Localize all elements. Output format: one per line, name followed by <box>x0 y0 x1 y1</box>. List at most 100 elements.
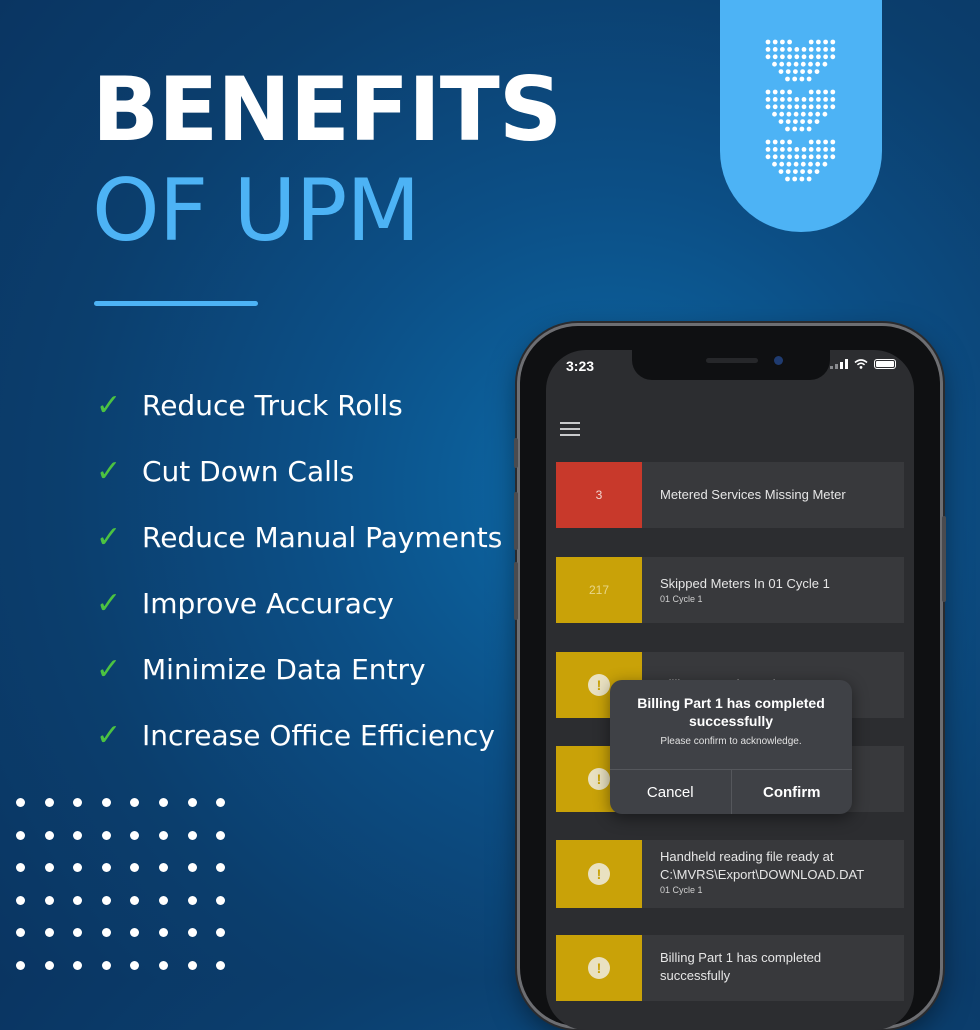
notification-card[interactable]: 217 Skipped Meters In 01 Cycle 1 01 Cycl… <box>556 557 904 623</box>
power-button <box>942 516 946 602</box>
benefit-label: Minimize Data Entry <box>142 652 426 686</box>
card-count-tile: 217 <box>556 557 642 623</box>
chevron-dot <box>816 104 821 110</box>
chevron-dot <box>794 47 800 52</box>
signal-icon <box>830 359 848 369</box>
chevron-dot <box>772 154 778 160</box>
chevron-dot <box>765 104 771 110</box>
confirm-button[interactable]: Confirm <box>730 770 853 814</box>
hamburger-menu-icon[interactable] <box>560 422 580 440</box>
chevron-dot <box>780 97 785 102</box>
chevron-dot <box>772 104 778 110</box>
chevron-dot <box>823 154 828 160</box>
cancel-button[interactable]: Cancel <box>646 783 694 801</box>
chevron-dot <box>815 61 821 67</box>
card-title: Metered Services Missing Meter <box>660 487 846 502</box>
chevron-dot <box>772 97 778 102</box>
chevron-dot <box>800 169 805 175</box>
chevron-dot <box>780 104 785 110</box>
notification-card[interactable]: ! Handheld reading file ready at C:\MVRS… <box>556 840 904 908</box>
decorative-dot <box>16 830 25 840</box>
checkmark-icon: ✓ <box>96 585 122 621</box>
decorative-dot <box>73 928 83 938</box>
card-count: 3 <box>595 488 603 502</box>
benefit-label: Reduce Manual Payments <box>142 520 503 554</box>
decorative-dot <box>130 830 140 840</box>
status-time: 3:23 <box>566 358 595 374</box>
chevron-dot <box>793 61 799 67</box>
chevron-dot <box>823 104 828 110</box>
chevron-dot <box>822 61 828 67</box>
chevron-dot <box>807 169 813 175</box>
chevron-dot <box>792 76 798 82</box>
decorative-dot <box>44 830 54 840</box>
chevron-dot <box>765 47 771 52</box>
decorative-dot <box>187 895 197 905</box>
chevron-dot <box>772 61 777 67</box>
card-title-cont: successfully <box>660 968 731 983</box>
decorative-dot <box>216 830 226 840</box>
chevron-dot <box>801 104 807 110</box>
decorative-dot <box>44 928 54 938</box>
chevron-dot <box>787 39 792 45</box>
chevron-dot <box>780 54 785 60</box>
checkmark-icon: ✓ <box>96 387 122 423</box>
notification-card[interactable]: 3 Metered Services Missing Meter <box>556 462 904 528</box>
chevron-dot <box>823 147 828 152</box>
card-alert-tile: ! <box>556 935 642 1001</box>
chevron-dot <box>800 161 806 167</box>
chevron-dot <box>830 154 836 160</box>
decorative-dot <box>73 895 83 905</box>
chevron-dot <box>808 161 813 167</box>
chevron-dot <box>830 104 836 110</box>
card-subtitle: 01 Cycle 1 <box>660 885 703 895</box>
decorative-dot <box>73 863 83 873</box>
chevron-dot <box>816 147 821 152</box>
speaker-grille <box>706 358 758 363</box>
chevron-dot <box>778 169 784 175</box>
chevron-dot <box>792 126 798 132</box>
chevron-dot <box>808 47 814 52</box>
chevron-dot <box>808 97 814 102</box>
chevron-dot <box>772 54 778 60</box>
chevron-dot <box>815 111 821 117</box>
chevron-dot <box>785 69 791 74</box>
decorative-dot <box>16 928 25 938</box>
chevron-dot <box>793 111 799 117</box>
decorative-dot <box>216 928 226 938</box>
dialog-actions: Cancel Confirm <box>610 769 852 814</box>
chevron-dot <box>806 126 812 132</box>
decorative-dot <box>216 895 226 905</box>
chevron-dot <box>780 139 785 145</box>
chevron-dot <box>823 39 828 45</box>
chevron-dot <box>816 89 821 95</box>
benefits-list: ✓ Reduce Truck Rolls ✓ Cut Down Calls ✓ … <box>96 372 502 768</box>
benefit-label: Reduce Truck Rolls <box>142 388 403 422</box>
chevron-dot <box>793 161 799 167</box>
decorative-dot <box>130 928 140 938</box>
chevron-dot <box>808 54 814 60</box>
decorative-dot <box>16 863 25 873</box>
chevron-dot <box>808 139 814 145</box>
notification-card[interactable]: ! Billing Part 1 has completed successfu… <box>556 935 904 1001</box>
chevron-dot <box>822 111 828 117</box>
chevron-dot <box>778 69 784 74</box>
card-title: Handheld reading file ready at <box>660 849 834 864</box>
decorative-dot <box>101 895 111 905</box>
chevron-dot <box>787 47 792 52</box>
chevron-dot <box>765 97 771 102</box>
card-count: 217 <box>588 583 610 597</box>
decorative-dot <box>130 798 140 807</box>
decorative-dot <box>73 798 83 807</box>
chevron-dot <box>799 76 805 82</box>
chevron-dot <box>780 47 785 52</box>
chevron-dot <box>801 47 807 52</box>
chevron-dot <box>786 161 792 167</box>
chevron-dot <box>787 147 792 152</box>
chevron-dot <box>814 69 820 74</box>
chevron-dot <box>799 176 805 182</box>
chevron-dot <box>785 169 791 175</box>
chevron-dot <box>786 111 792 117</box>
chevron-dot <box>780 147 785 152</box>
benefit-item: ✓ Improve Accuracy <box>96 570 502 636</box>
